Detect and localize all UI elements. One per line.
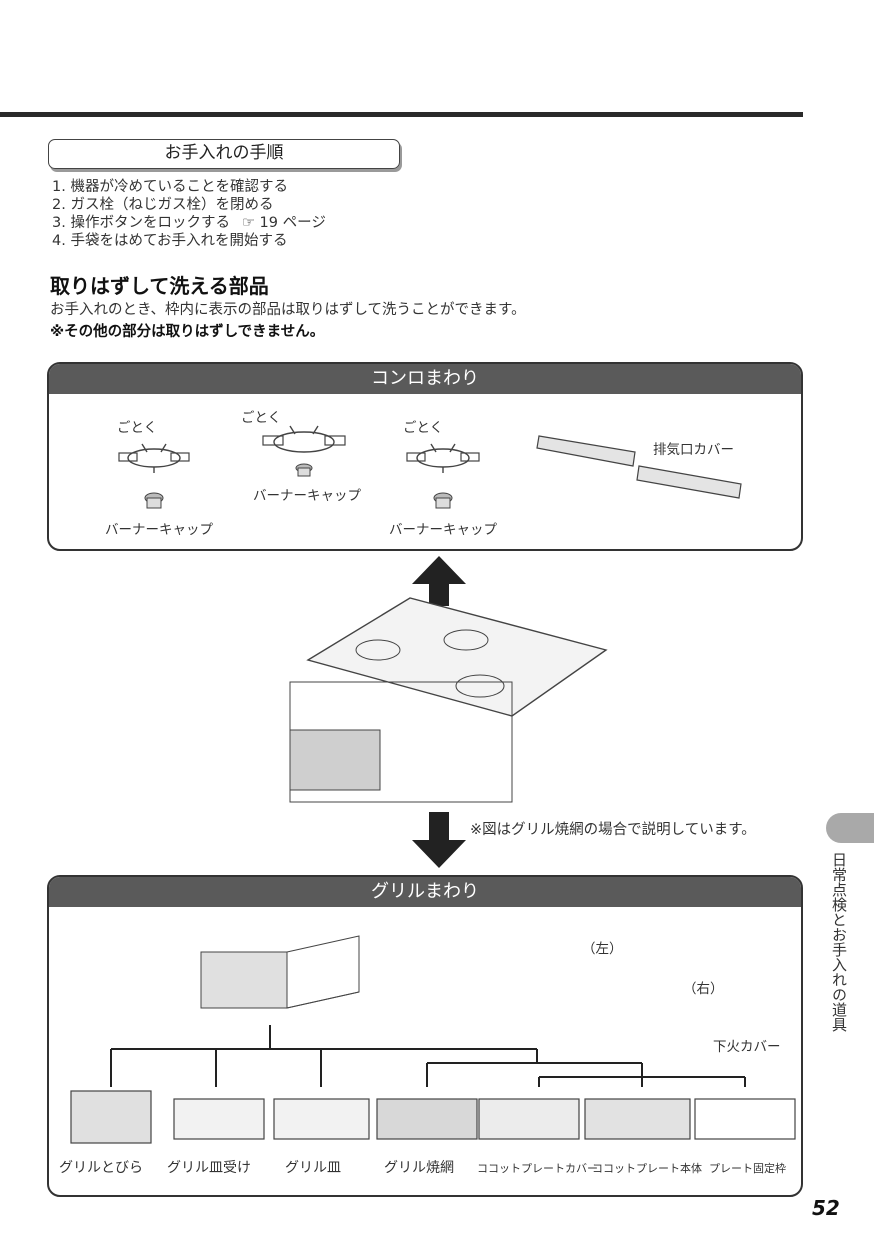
page-number: 52 bbox=[812, 1196, 840, 1220]
section-description: お手入れのとき、枠内に表示の部品は取りはずして洗うことができます。 bbox=[50, 302, 526, 318]
parts-tree-connector bbox=[70, 1025, 796, 1144]
page-reference-link[interactable]: ☞ 19 ページ bbox=[241, 215, 326, 231]
grill-panel-title: グリルまわり bbox=[49, 877, 801, 907]
procedure-title: お手入れの手順 bbox=[48, 139, 400, 169]
illustration-note: ※図はグリル焼網の場合で説明しています。 bbox=[470, 822, 756, 838]
gotoku-illustration-1 bbox=[118, 443, 190, 509]
down-arrow-icon bbox=[412, 812, 466, 868]
konro-panel-title: コンロまわり bbox=[49, 364, 801, 394]
step-2: 2. ガス栓（ねじガス栓）を閉める bbox=[52, 197, 274, 213]
burner-cap-label-1: バーナーキャップ bbox=[105, 522, 213, 538]
procedure-steps: 1. 機器が冷めていることを確認する 2. ガス栓（ねじガス栓）を閉める 3. … bbox=[52, 178, 326, 250]
exhaust-cover-illustration bbox=[536, 435, 742, 499]
chapter-tab-label: 日常点検とお手入れの道具 bbox=[830, 852, 848, 1032]
left-label: （左） bbox=[582, 941, 623, 957]
gotoku-label-2: ごとく bbox=[241, 410, 282, 426]
step-4: 4. 手袋をはめてお手入れを開始する bbox=[52, 233, 288, 249]
gotoku-label-3: ごとく bbox=[403, 420, 444, 436]
step-1: 1. 機器が冷めていることを確認する bbox=[52, 179, 288, 195]
part-grill-door: グリルとびら bbox=[59, 1160, 143, 1176]
section-title: 取りはずして洗える部品 bbox=[50, 274, 269, 298]
right-label: （右） bbox=[683, 981, 724, 997]
chapter-tab bbox=[826, 813, 874, 843]
konro-panel: コンロまわり ごとく ごとく ごとく バーナーキャップ バーナーキャップ バーナ… bbox=[47, 362, 803, 551]
part-grill-grate: グリル焼網 bbox=[384, 1160, 454, 1176]
exhaust-cover-label: 排気口カバー bbox=[653, 442, 734, 458]
burner-cap-label-2: バーナーキャップ bbox=[253, 488, 361, 504]
gotoku-label-1: ごとく bbox=[117, 420, 158, 436]
burner-cap-label-3: バーナーキャップ bbox=[389, 522, 497, 538]
part-plate-fixing-frame: プレート固定枠 bbox=[709, 1162, 786, 1175]
part-grill-tray: グリル皿 bbox=[285, 1160, 341, 1176]
step-3: 3. 操作ボタンをロックする ☞ 19 ページ bbox=[52, 214, 326, 232]
section-note: ※その他の部分は取りはずしできません。 bbox=[50, 324, 325, 340]
gotoku-illustration-3 bbox=[406, 443, 480, 509]
part-cocotte-plate-body: ココットプレート本体 bbox=[592, 1162, 702, 1175]
gotoku-illustration-2 bbox=[262, 425, 346, 477]
top-rule bbox=[0, 112, 803, 117]
part-grill-tray-holder: グリル皿受け bbox=[167, 1160, 251, 1176]
up-arrow-icon bbox=[412, 556, 466, 606]
part-cocotte-plate-cover: ココットプレートカバー bbox=[477, 1162, 598, 1175]
stove-illustration bbox=[289, 597, 608, 803]
grill-panel: グリルまわり （左） （右 bbox=[47, 875, 803, 1197]
grill-drawer-illustration bbox=[200, 935, 360, 1009]
step-3-text: 3. 操作ボタンをロックする bbox=[52, 215, 230, 231]
lower-fire-cover-label: 下火カバー bbox=[713, 1039, 781, 1055]
